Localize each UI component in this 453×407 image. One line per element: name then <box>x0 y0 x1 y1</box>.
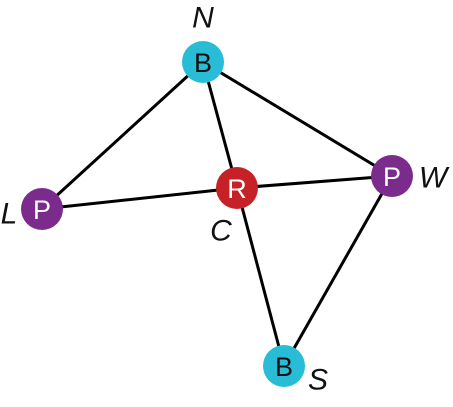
vertex-circle-w <box>371 155 413 197</box>
vertex-color-letter-s: B <box>275 352 293 382</box>
vertex-circle-l <box>21 188 63 230</box>
edge-n-l <box>40 60 205 211</box>
vertex-labels-layer: N C L W S <box>1 2 450 397</box>
vertex-l: P <box>21 188 63 230</box>
vertex-name-n: N <box>192 2 214 35</box>
vertex-name-l: L <box>1 198 18 231</box>
vertex-name-w: W <box>419 162 450 195</box>
edges-layer <box>40 60 394 367</box>
edge-n-c <box>201 61 239 189</box>
vertex-color-letter-w: P <box>383 162 401 192</box>
vertex-name-s: S <box>308 364 328 397</box>
vertex-s: B <box>263 345 305 387</box>
vertex-w: P <box>371 155 413 197</box>
vertex-circle-c <box>216 167 258 209</box>
vertex-c: R <box>216 167 258 209</box>
edge-n-w <box>202 60 393 178</box>
edge-l-c <box>41 186 238 211</box>
edge-c-w <box>236 174 393 190</box>
vertex-n: B <box>182 41 224 83</box>
edge-w-s <box>282 175 394 367</box>
vertex-circle-s <box>263 345 305 387</box>
vertex-color-letter-n: B <box>194 48 212 78</box>
vertex-name-c: C <box>210 215 232 248</box>
nodes-layer: B R P P B <box>21 41 413 387</box>
vertex-color-letter-l: P <box>33 195 51 225</box>
vertex-circle-n <box>182 41 224 83</box>
edge-c-s <box>235 187 286 367</box>
vertex-color-letter-c: R <box>227 174 247 204</box>
